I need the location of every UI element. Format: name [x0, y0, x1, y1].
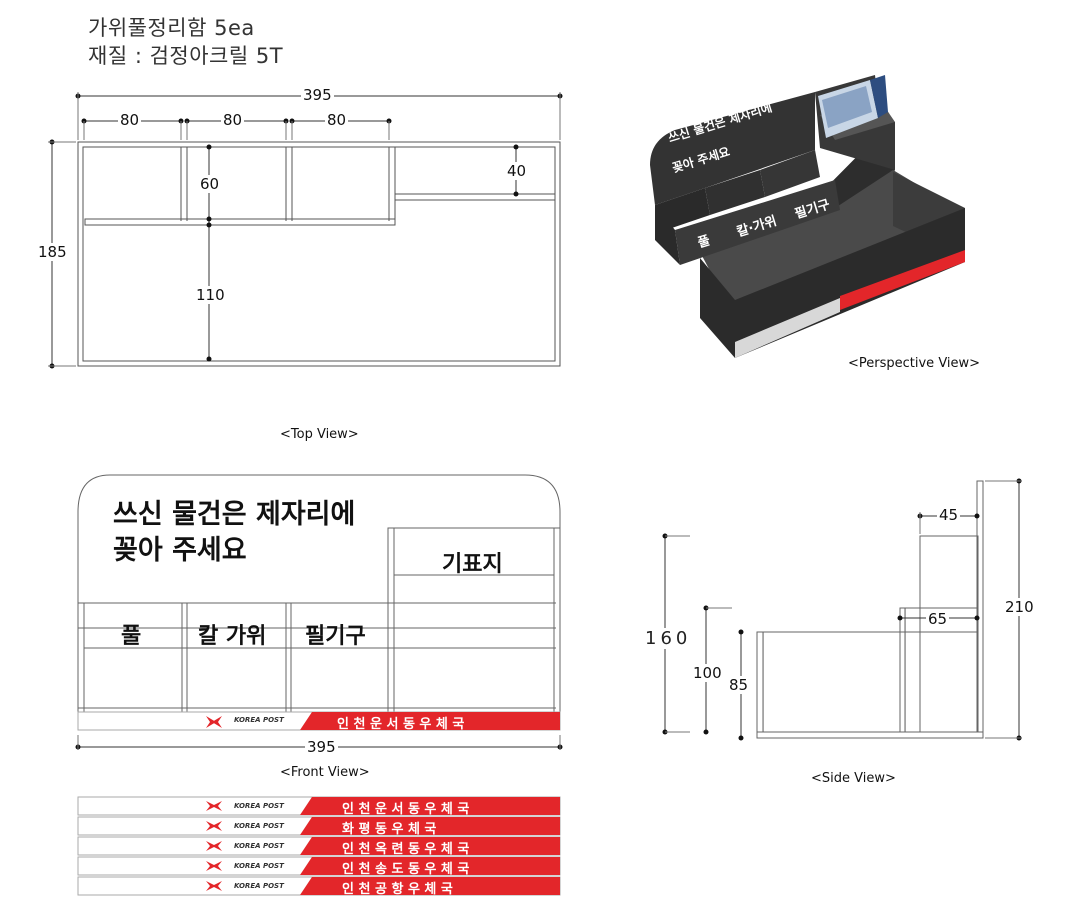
- front-sign-line-1: 쓰신 물건은 제자리에: [113, 499, 356, 530]
- title-line-2: 재질 : 검정아크릴 5T: [88, 44, 284, 68]
- top-dim-compartment-1: 80: [118, 111, 142, 129]
- top-dim-back-row: 110: [194, 286, 227, 304]
- front-label-writing: 필기구: [305, 624, 366, 649]
- perspective-front-wall: [700, 208, 965, 358]
- top-view: [48, 92, 563, 369]
- banner-1-office: 인 천 운 서 동 우 체 국: [342, 802, 470, 817]
- top-view-caption: <Top View>: [280, 427, 359, 442]
- perspective-back-panel: [650, 92, 815, 205]
- front-banner-red: [300, 712, 560, 730]
- top-view-divider: [84, 218, 396, 226]
- banner-4-logo: KOREA POST: [234, 862, 284, 870]
- top-dim-front-row: 60: [198, 175, 222, 193]
- side-dim-front-height: 160: [645, 628, 692, 649]
- perspective-red-strip: [840, 250, 965, 310]
- front-view-caption: <Front View>: [280, 765, 370, 780]
- banner-5-logo: KOREA POST: [234, 882, 284, 890]
- top-dim-depth: 185: [36, 243, 69, 261]
- top-view-inner-outline: [82, 146, 556, 362]
- banner-1-logo: KOREA POST: [234, 802, 284, 810]
- top-dim-right-shelf: 40: [505, 162, 529, 180]
- title-line-1: 가위풀정리함 5ea: [88, 16, 255, 40]
- banner-5-office: 인 천 공 항 우 체 국: [342, 882, 453, 897]
- banner-2-office: 화 평 동 우 체 국: [342, 822, 437, 837]
- front-banner-logo-text: KOREA POST: [234, 716, 284, 724]
- front-sign-line-2: 꽂아 주세요: [113, 535, 247, 566]
- side-dim-total-height: 210: [1003, 598, 1036, 616]
- side-view-caption: <Side View>: [811, 771, 896, 786]
- front-label-knife-scissors: 칼 가위: [198, 624, 267, 649]
- top-dim-compartment-2: 80: [221, 111, 245, 129]
- front-view-outline: [77, 474, 561, 712]
- perspective-view-caption: <Perspective View>: [848, 356, 981, 371]
- top-view-right-shelf: [394, 193, 556, 201]
- front-banner-office: 인 천 운 서 동 우 체 국: [337, 717, 465, 732]
- banner-strips: [77, 796, 561, 896]
- banner-3-office: 인 천 옥 련 동 우 체 국: [342, 842, 470, 857]
- front-banner-logo: [206, 716, 222, 728]
- top-dim-compartment-3: 80: [325, 111, 349, 129]
- front-dim-width: 395: [305, 738, 338, 756]
- perspective-label-panel: [675, 180, 840, 265]
- side-dim-mid-height: 100: [691, 664, 724, 682]
- side-dim-mid-depth: 65: [926, 610, 950, 628]
- side-dim-top-depth: 45: [937, 506, 961, 524]
- banner-4-office: 인 천 송 도 동 우 체 국: [342, 862, 470, 877]
- perspective-view: [650, 75, 965, 358]
- side-view: [662, 478, 1022, 741]
- front-label-forms: 기표지: [442, 552, 503, 577]
- top-view-outline: [77, 141, 561, 367]
- banner-3-logo: KOREA POST: [234, 842, 284, 850]
- side-dim-low-height: 85: [727, 676, 751, 694]
- front-label-glue: 풀: [121, 624, 142, 649]
- banner-2-logo: KOREA POST: [234, 822, 284, 830]
- top-dim-total-width: 395: [301, 86, 334, 104]
